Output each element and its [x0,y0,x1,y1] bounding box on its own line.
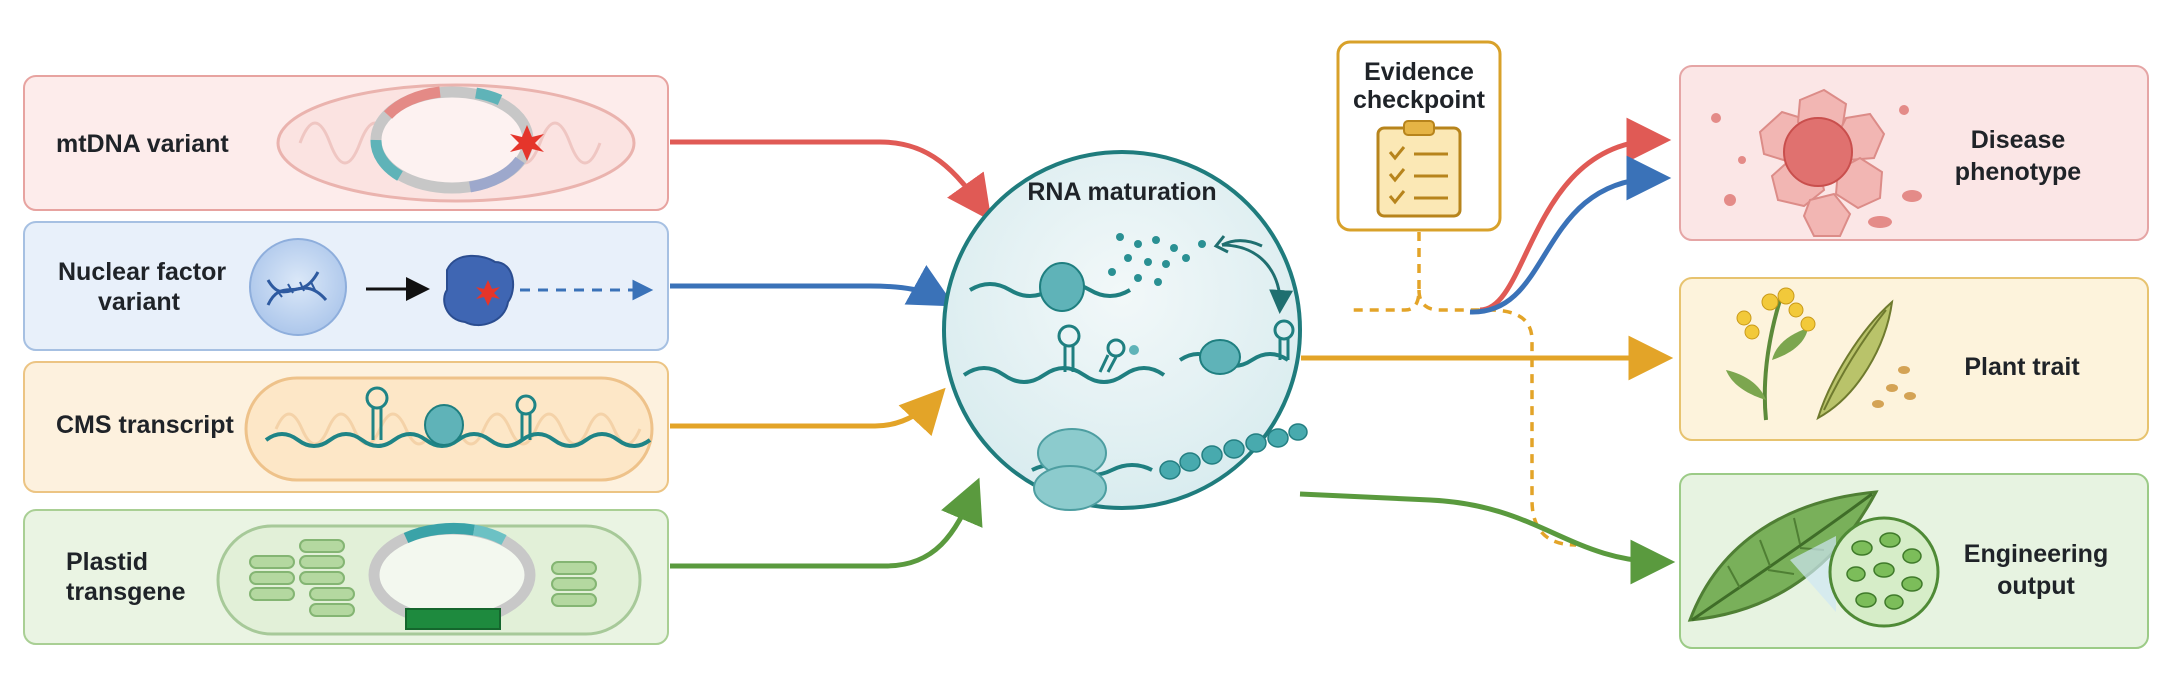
ribosome-translation-icon [1031,423,1308,511]
arrow-plastid-to-hub [670,477,983,569]
output-label-disease-2: phenotype [1955,158,2081,186]
evidence-checkpoint: Evidence checkpoint [1336,40,1502,232]
leaf-icon [1687,490,1879,622]
arrow-hub-to-disease-red [1479,117,1672,313]
clipboard-checklist-icon [1376,120,1462,218]
mutation-star-icon [510,125,544,161]
rna-hairpin-icon [962,324,1166,384]
arrow-nuclear-to-hub [670,265,955,307]
plastome-circle-icon [368,522,536,627]
input-card-nuclear: Nuclear factor variant [23,221,669,351]
input-card-plastid: Plastid transgene [23,509,669,645]
arrow-mtdna-to-hub [670,139,992,222]
output-label-plant: Plant trait [1964,353,2080,381]
rna-maturation-hub: RNA maturation [942,150,1308,511]
output-card-disease: Disease phenotype [1679,65,2149,241]
rna-editing-icon [1178,319,1295,375]
arrow-hub-to-disease-blue [1469,155,1672,315]
output-label-disease-1: Disease [1971,126,2066,154]
input-card-cms: CMS transcript [23,361,669,493]
input-label-plastid-1: Plastid [66,548,148,576]
output-label-engineering-2: output [1997,572,2075,600]
input-label-nuclear-1: Nuclear factor [58,258,226,286]
transgene-cassette-icon [405,608,501,630]
input-label-cms: CMS transcript [56,411,234,439]
input-card-mtdna: mtDNA variant [23,75,669,211]
seed-pod-icon [1816,299,1916,421]
arrow-hub-to-engineering [1299,491,1676,585]
arrow-cms-to-hub [670,387,946,437]
protein-blob-icon [443,254,515,327]
checkpoint-dotted-links [1352,232,1577,547]
checkpoint-label-2: checkpoint [1353,86,1486,114]
input-label-mtdna: mtDNA variant [56,130,229,158]
mitochondrion-transcript-icon [244,376,654,482]
nucleus-dna-icon [249,238,347,336]
mtdna-circle-icon [370,86,534,194]
hub-title: RNA maturation [1027,178,1216,206]
chloroplast-magnified-icon [1790,516,1940,628]
flowering-plant-icon [1726,287,1816,421]
output-card-plant: Plant trait [1679,277,2149,441]
rna-spliceosome-icon [968,233,1294,314]
input-label-nuclear-2: variant [98,288,181,316]
input-label-plastid-2: transgene [66,578,186,606]
output-label-engineering-1: Engineering [1964,540,2108,568]
diseased-cells-icon [1711,88,1922,237]
checkpoint-label-1: Evidence [1364,58,1474,86]
output-card-engineering: Engineering output [1679,473,2149,649]
